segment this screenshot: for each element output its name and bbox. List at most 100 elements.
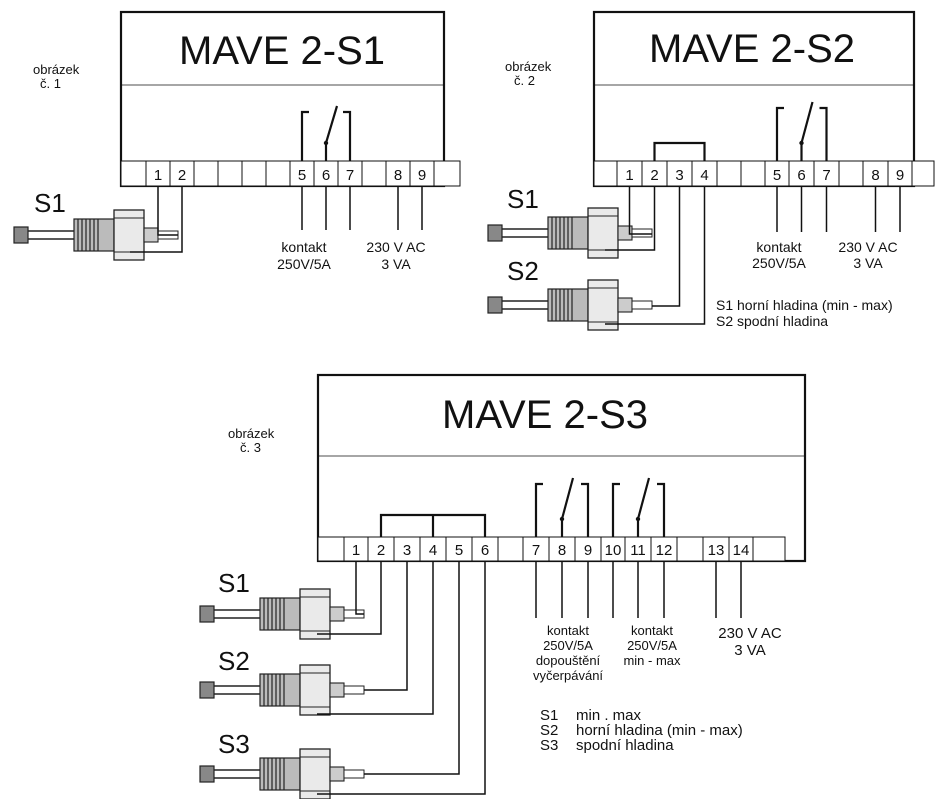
contact-rating: 250V/5A [277,256,331,272]
figure-caption: č. 1 [40,76,61,91]
contact2-rating: 250V/5A [627,638,677,653]
terminal-number: 5 [298,167,306,184]
wire [157,186,178,236]
terminal-number: 9 [418,167,426,184]
relay-nc-contact [775,106,784,161]
relay-pivot [799,140,804,146]
terminal-number: 6 [481,542,489,559]
terminal-number: 1 [154,167,162,184]
wire [130,186,183,253]
legend-s2: S2 spodní hladina [716,313,828,329]
figure-caption: obrázek [33,62,80,77]
terminal-number: 2 [650,167,658,184]
terminal-blank [317,536,345,562]
device-title: MAVE 2-S1 [179,29,385,73]
terminal-number: 6 [797,167,805,184]
terminal-number: 7 [346,167,354,184]
legend-s1: S1 horní hladina (min - max) [716,297,893,313]
device-title: MAVE 2-S2 [649,27,855,71]
terminal-number: 9 [896,167,904,184]
wire [364,561,460,775]
power-rating: 3 VA [853,255,883,271]
terminal-number: 8 [558,542,566,559]
wire [355,561,364,615]
terminal-number: 14 [733,542,750,559]
relay-contact-2 [611,477,666,537]
terminal-number: 9 [584,542,592,559]
terminal-number: 7 [532,542,540,559]
controller-box [119,10,446,188]
wire [652,186,681,307]
terminal-blank [676,536,704,562]
terminal-blank [593,160,618,187]
terminal-4 [691,160,718,187]
relay-nc-contact [300,110,309,161]
figure-caption: č. 2 [514,73,535,88]
relay-pivot [323,140,329,146]
sensor-label-s2: S2 [507,256,539,286]
legend-code-s3: S3 [540,737,558,754]
terminal-blank [752,536,786,562]
jumper-2-4 [653,141,706,161]
contact1-label: kontakt [547,623,589,638]
power-rating: 3 VA [381,256,411,272]
terminal-number: 4 [429,542,437,559]
terminal-blank [265,160,291,187]
terminal-blank [433,160,461,187]
relay-no-contact [819,106,828,161]
contact-label: kontakt [756,239,801,255]
terminal-4 [419,536,447,562]
relay-nc-contact [534,482,543,537]
relay-switch-arm [636,477,651,520]
power-label: 230 V AC [838,239,897,255]
terminal-8 [862,160,889,187]
terminal-number: 10 [605,542,622,559]
terminal-blank [838,160,864,187]
wire [317,561,434,715]
wire [364,561,408,691]
device-title: MAVE 2-S3 [442,393,648,437]
legend-code-s1: S1 [540,707,558,724]
terminal-number: 8 [394,167,402,184]
sensor-label-s1: S1 [34,188,66,218]
power-label: 230 V AC [718,625,782,642]
terminal-number: 4 [700,167,708,184]
legend-text-s2: horní hladina (min - max) [576,722,743,739]
relay-switch-arm [560,477,575,520]
wire [628,186,652,235]
relay-contact-1 [534,477,590,537]
contact1-function: dopouštění [536,653,601,668]
terminal-number: 7 [822,167,830,184]
terminal-blank [193,160,219,187]
relay-pivot [559,516,565,522]
wire [605,186,656,251]
terminal-blank [497,536,524,562]
relay-switch-arm [800,101,814,144]
terminal-number: 1 [625,167,633,184]
relay-pivot [635,516,641,522]
level-sensor-2 [487,279,653,331]
sensor-label-s1: S1 [218,568,250,598]
relay-contact [775,101,828,161]
contact2-function: min - max [623,653,681,668]
contact-label: kontakt [281,239,326,255]
relay-contact [300,105,352,161]
terminal-number: 5 [773,167,781,184]
terminal-number: 12 [656,542,673,559]
figure-caption: obrázek [228,426,275,441]
sensor-label-s3: S3 [218,729,250,759]
relay-no-contact [343,110,352,161]
relay-switch-arm [324,105,339,144]
terminal-blank [241,160,267,187]
terminal-number: 11 [630,542,646,559]
sensor-label-s1: S1 [507,184,539,214]
terminal-14 [728,536,754,562]
power-label: 230 V AC [366,239,425,255]
relay-no-contact [657,482,666,537]
wire [317,561,382,635]
terminal-blank [120,160,147,187]
terminal-number: 3 [403,542,411,559]
terminal-5 [764,160,790,187]
